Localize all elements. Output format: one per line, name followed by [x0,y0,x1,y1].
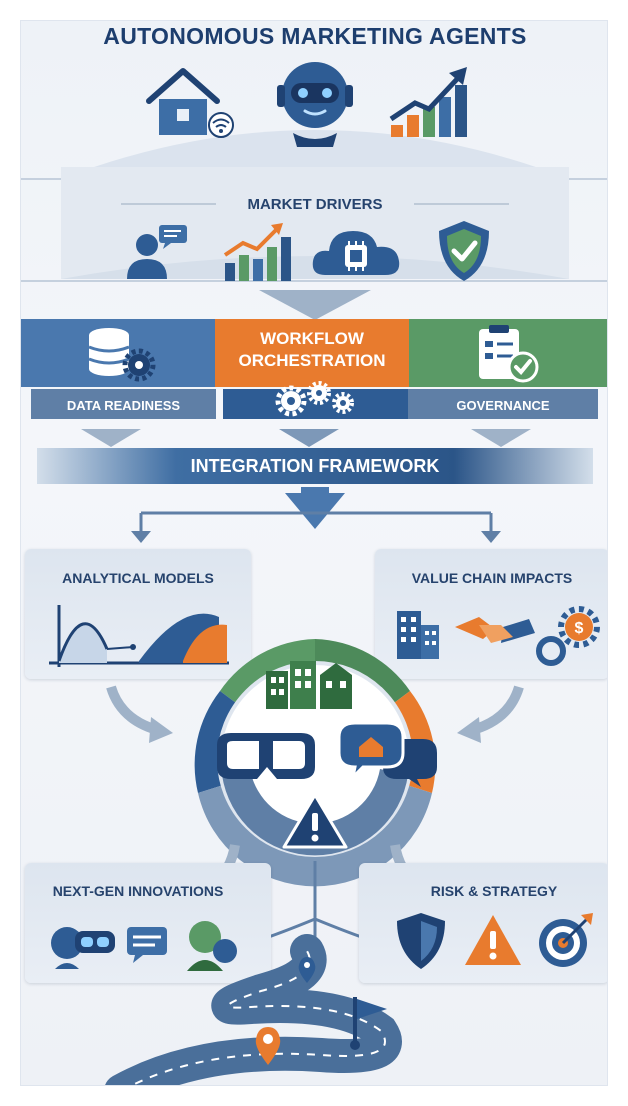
value-chain-heading: VALUE CHAIN IMPACTS [411,570,573,586]
shield-check-icon [439,221,489,281]
distribution-curves-icon [49,605,229,667]
curved-arrows-center [106,685,524,743]
down-arrow-main [259,290,371,320]
pillar-governance: GOVERNANCE [456,398,550,413]
pillar-workflow-line2: ORCHESTRATION [238,351,386,370]
clipboard-check-icon [479,325,539,383]
next-gen-heading: NEXT-GEN INNOVATIONS [52,883,224,899]
chat-bubbles-icon [337,721,437,787]
pillar-workflow-line1: WORKFLOW [260,329,364,348]
svg-text:$: $ [575,620,584,637]
gears-icon [275,381,354,417]
value-chain-icons: $ [397,606,600,666]
next-gen-panel [25,863,271,983]
infographic-frame: AUTONOMOUS MARKETING AGENTS [20,20,608,1086]
integration-framework-label: INTEGRATION FRAMEWORK [190,456,440,476]
warning-triangle-icon [282,793,348,849]
risk-strategy-icons [397,913,593,969]
map-pin-top-icon [298,957,316,983]
risk-strategy-heading: RISK & STRATEGY [430,883,558,899]
city-buildings-icon [266,661,352,709]
robot-icon [277,62,353,147]
branch-arrows [131,487,501,543]
next-gen-icons [51,921,237,971]
integration-band [37,448,593,484]
page-title: AUTONOMOUS MARKETING AGENTS [103,23,527,49]
flag-icon [350,997,387,1050]
analytical-models-heading: ANALYTICAL MODELS [62,570,214,586]
vr-goggles-icon [217,733,315,779]
smart-home-icon [146,68,234,138]
growth-chart-icon [389,67,467,137]
pillar-data-readiness: DATA READINESS [66,398,181,413]
arrows-to-integration [81,429,531,447]
map-pin-orange-icon [255,1027,281,1065]
customer-chat-icon [127,225,187,279]
market-drivers-heading: MARKET DRIVERS [247,196,383,213]
trend-bars-icon [223,223,291,281]
database-gear-icon [88,328,156,382]
cloud-chip-icon [312,231,400,275]
